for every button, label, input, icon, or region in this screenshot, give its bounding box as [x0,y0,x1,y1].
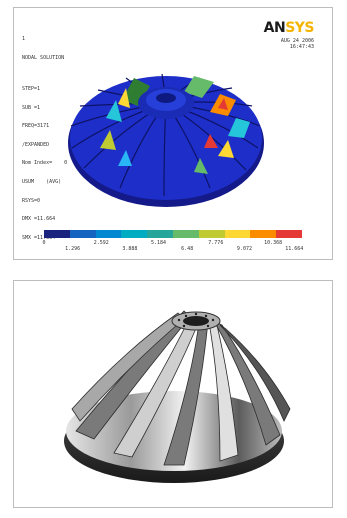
legend-swatch [198,230,225,238]
date-text: AUG 24 2006 [280,38,314,44]
info-line: SUB =1 [22,104,41,111]
legend-tick-label: 9.072 [236,246,252,252]
info-line: DMX =11.664 [22,216,56,223]
info-line: Nom Index= 0 [22,160,68,167]
impeller-photo-panel [13,280,333,508]
contour-legend-bar [44,230,302,238]
legend-swatch [95,230,122,238]
info-line: FREQ=3171 [22,123,50,130]
legend-swatch [224,230,251,238]
legend-swatch [276,230,302,238]
info-line: NODAL SOLUTION [22,55,65,62]
timestamp: AUG 24 2006 16:47:43 [281,38,314,50]
info-line: STEP=1 [22,86,41,93]
ansys-logo: ANSYS [263,20,315,36]
info-line: RSYS=0 [22,197,41,204]
legend-labels-top: 0 2.592 5.184 7.776 10.368 [42,240,302,248]
impeller-photo [64,310,291,483]
legend-swatch [250,230,277,238]
logo-part: SYS [285,20,314,36]
info-line: USUM (AVG) [22,179,62,186]
legend-swatch [147,230,173,238]
legend-tick-label: 7.776 [208,240,224,246]
legend-swatch [44,230,70,238]
legend-tick-label: 10.368 [264,240,283,246]
legend-swatch [69,230,96,238]
legend-swatch [121,230,148,238]
ansys-result-panel: 1 NODAL SOLUTION STEP=1 SUB =1 FREQ=3171… [13,7,333,260]
legend-tick-label: 0 [42,240,46,246]
legend-tick-label: 3.888 [122,246,138,252]
legend-swatch [172,230,199,238]
legend-tick-label: 1.296 [65,246,81,252]
impeller-fea-render [68,73,264,207]
legend-tick-label: 11.664 [285,246,304,252]
solution-info-text: 1 NODAL SOLUTION STEP=1 SUB =1 FREQ=3171… [22,24,67,254]
legend-tick-label: 6.48 [181,246,194,252]
logo-part: AN [263,20,286,36]
time-text: 16:47:43 [289,44,314,50]
info-line: /EXPANDED [22,141,50,148]
info-line: 1 [22,36,26,43]
legend-tick-label: 5.184 [151,240,167,246]
legend-labels-bottom: 1.296 3.888 6.48 9.072 11.664 [44,246,304,254]
legend-tick-label: 2.592 [93,240,109,246]
